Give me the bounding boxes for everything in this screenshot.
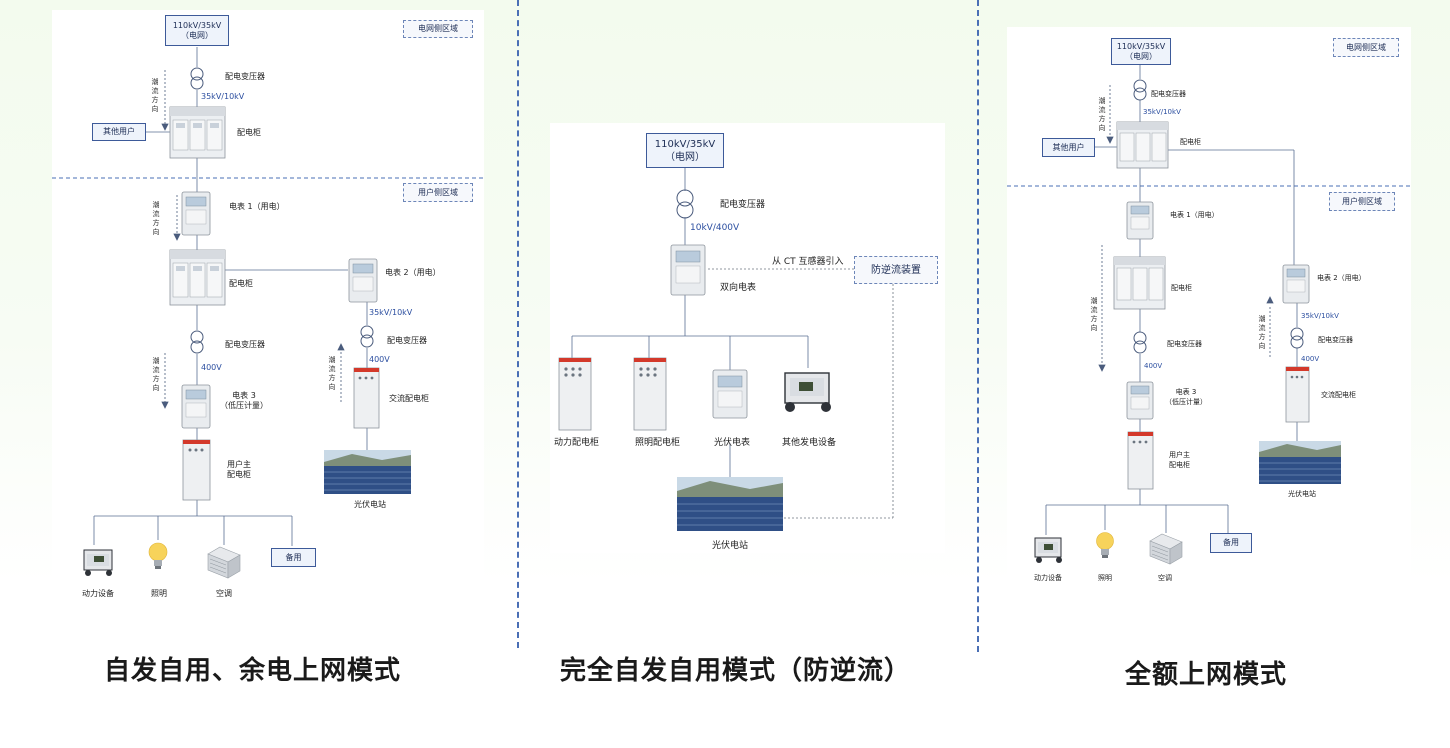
voltage-3-label: 35kV/10kV <box>1301 312 1339 320</box>
middle-wiring <box>558 168 894 531</box>
pv-meter-label: 光伏电表 <box>714 438 751 448</box>
caption-middle: 完全自发自用模式（防逆流） <box>560 656 912 686</box>
pv-station-label: 光伏电站 <box>1288 490 1316 498</box>
switchgear-2-label: 配电柜 <box>229 279 253 288</box>
voltage-3-label: 35kV/10kV <box>369 308 413 317</box>
ac-cabinet-label: 交流配电柜 <box>389 394 429 403</box>
voltage-4-label: 400V <box>369 355 390 364</box>
meter-1-label: 电表 1（用电） <box>229 202 285 211</box>
user-main-cabinet-label: 用户主 配电柜 <box>227 460 251 479</box>
meter-2-label: 电表 2（用电） <box>1317 274 1366 282</box>
voltage-1-label: 35kV/10kV <box>201 92 245 101</box>
divider-left <box>517 0 519 648</box>
flow-direction-label-2: 潮流方向 <box>1090 297 1098 332</box>
load-label-ac: 空调 <box>216 589 232 598</box>
load-label-power: 动力设备 <box>82 589 114 598</box>
voltage-2-label: 400V <box>201 363 222 372</box>
caption-left: 自发自用、余电上网模式 <box>104 656 402 686</box>
right-diagram: 110kV/35kV （电网） 电网侧区域 用户侧区域 配电变压器 35kV/1… <box>1007 27 1411 595</box>
voltage-4-label: 400V <box>1301 355 1320 363</box>
voltage-1-label: 35kV/10kV <box>1143 108 1181 116</box>
grid-zone-label: 电网侧区域 <box>403 20 473 38</box>
load-label-lighting: 照明 <box>151 589 167 598</box>
left-wiring <box>52 47 484 579</box>
switchgear-1-label: 配电柜 <box>237 128 261 137</box>
switchgear-2-label: 配电柜 <box>1171 284 1192 292</box>
power-cabinet-label: 动力配电柜 <box>554 438 600 448</box>
load-label-ac: 空调 <box>1158 574 1172 582</box>
other-users-box: 其他用户 <box>92 123 146 141</box>
grid-box: 110kV/35kV （电网） <box>165 15 229 46</box>
anti-backflow-device: 防逆流装置 <box>854 256 938 284</box>
grid-zone-label: 电网侧区域 <box>1333 38 1399 57</box>
meter-2-label: 电表 2（用电） <box>385 268 441 277</box>
load-label-power: 动力设备 <box>1034 574 1062 582</box>
transformer-2-label: 配电变压器 <box>225 340 265 349</box>
grid-box: 110kV/35kV （电网） <box>1111 38 1171 65</box>
meter-3-label: 电表 3 （低压计量） <box>220 391 268 410</box>
meter-1-label: 电表 1（用电） <box>1170 211 1219 219</box>
other-users-box: 其他用户 <box>1042 138 1095 157</box>
right-wiring <box>1007 65 1411 565</box>
left-diagram: 110kV/35kV （电网） 电网侧区域 用户侧区域 配电变压器 35kV/1… <box>52 10 484 608</box>
transformer-3-label: 配电变压器 <box>387 336 427 345</box>
divider-right <box>977 0 979 652</box>
flow-direction-label-2: 潮流方向 <box>152 201 160 236</box>
spare-box: 备用 <box>1210 533 1252 553</box>
user-zone-label: 用户侧区域 <box>1329 192 1395 211</box>
load-label-lighting: 照明 <box>1098 574 1112 582</box>
middle-diagram: 110kV/35kV （电网） 配电变压器 10kV/400V 双向电表 从 C… <box>550 123 945 553</box>
switchgear-1-label: 配电柜 <box>1180 138 1201 146</box>
spare-box: 备用 <box>271 548 316 567</box>
transformer-2-label: 配电变压器 <box>1167 340 1202 348</box>
voltage-label: 10kV/400V <box>690 223 740 233</box>
user-main-cabinet-label: 用户主 配电柜 <box>1169 451 1190 469</box>
transformer-1-label: 配电变压器 <box>1151 90 1186 98</box>
flow-direction-label-3: 潮流方向 <box>1258 315 1266 350</box>
flow-direction-label-1: 潮流方向 <box>151 78 159 113</box>
grid-box: 110kV/35kV （电网） <box>646 133 724 168</box>
ac-cabinet-label: 交流配电柜 <box>1321 391 1356 399</box>
voltage-2-label: 400V <box>1144 362 1163 370</box>
transformer-label: 配电变压器 <box>720 200 766 210</box>
bidir-meter-label: 双向电表 <box>720 283 757 293</box>
caption-right: 全额上网模式 <box>1125 660 1288 690</box>
meter-3-label: 电表 3 （低压计量） <box>1165 388 1207 406</box>
user-zone-label: 用户侧区域 <box>403 183 473 202</box>
transformer-3-label: 配电变压器 <box>1318 336 1353 344</box>
lighting-cabinet-label: 照明配电柜 <box>635 438 681 448</box>
flow-direction-label-3: 潮流方向 <box>152 357 160 392</box>
switchgear-1-graphic <box>169 106 226 159</box>
other-generator-label: 其他发电设备 <box>782 438 837 448</box>
flow-direction-label-4: 潮流方向 <box>328 356 336 391</box>
ct-source-label: 从 CT 互感器引入 <box>772 257 844 267</box>
pv-station-label: 光伏电站 <box>712 541 749 551</box>
pv-station-label: 光伏电站 <box>354 500 386 509</box>
flow-direction-label-1: 潮流方向 <box>1098 97 1106 132</box>
transformer-1-label: 配电变压器 <box>225 72 265 81</box>
